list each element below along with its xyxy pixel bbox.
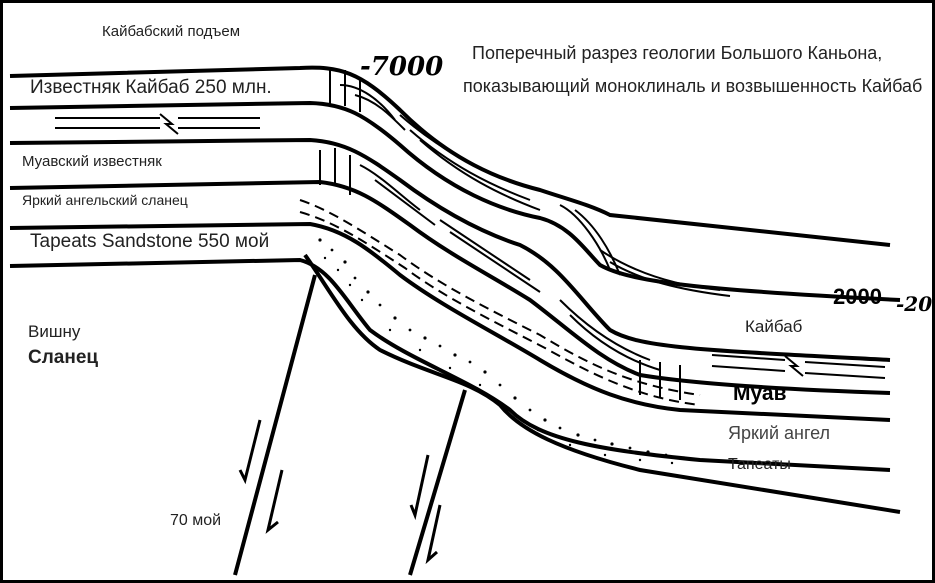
kaibab-right-label: Кайбаб: [745, 317, 803, 336]
right-unconformity-marker: [711, 354, 886, 379]
vishnu-label-line-1: Вишну: [28, 322, 81, 341]
elevation-high-label: -7000: [360, 52, 444, 82]
muav-left-label: Муавский известняк: [22, 153, 162, 170]
kaibab-left-label: Известняк Кайбаб 250 млн.: [30, 77, 272, 98]
elevation-low-suffix: -20: [896, 292, 933, 316]
title-line-2: показывающий моноклиналь и возвышенность…: [463, 76, 923, 96]
vishnu-label-line-2: Сланец: [28, 347, 99, 368]
basement-contact-line: [303, 253, 901, 514]
muav-bottom-line: [9, 179, 891, 395]
muav-brick-pattern: [319, 148, 681, 400]
bright-angel-left-label: Яркий ангельский сланец: [22, 192, 188, 208]
bright-angel-right-label: Яркий ангел: [728, 423, 831, 443]
kaibab-brick-pattern: [329, 70, 731, 297]
tapeats-stipple: [318, 238, 686, 465]
elevation-low-label: 2000: [833, 284, 882, 309]
left-unconformity-marker: [55, 113, 260, 135]
bright-angel-dashes: [299, 199, 701, 406]
tapeats-right-label: Тапеаты: [728, 456, 791, 473]
fault-arrows: [238, 419, 442, 565]
muav-top-line: [9, 137, 891, 362]
muav-right-label: Муав: [733, 382, 787, 405]
fault-lines: [233, 274, 467, 576]
bright-angel-line: [9, 221, 891, 422]
fault-age-label: 70 мой: [170, 512, 222, 529]
uplift-label: Кайбабский подъем: [102, 23, 241, 40]
title-line-1: Поперечный разрез геологии Большого Кань…: [472, 43, 883, 63]
tapeats-left-label: Tapeats Sandstone 550 мой: [30, 231, 270, 252]
